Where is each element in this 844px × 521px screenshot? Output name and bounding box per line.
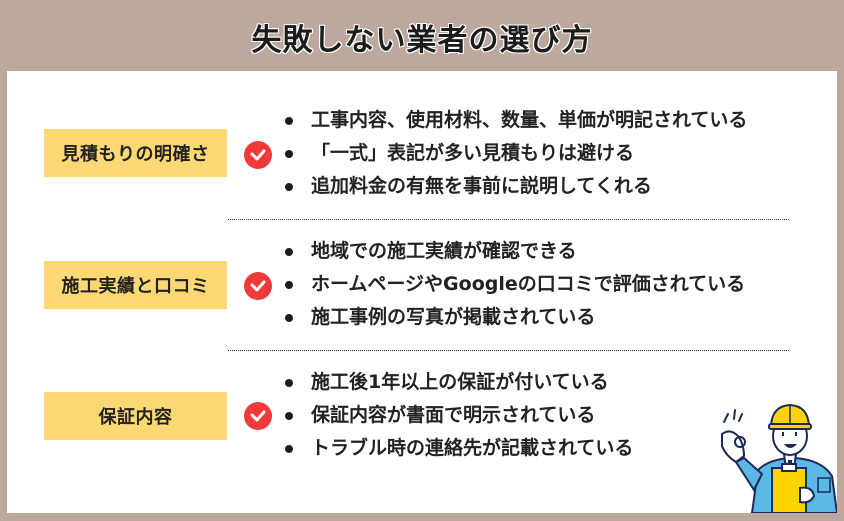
- criteria-list: 工事内容、使用材料、数量、単価が明記されている 「一式」表記が多い見積もりは避け…: [283, 104, 747, 203]
- criteria-list: 地域での施工実績が確認できる ホームページやGoogleの口コミで評価されている…: [283, 235, 745, 334]
- bullet-icon: [285, 444, 293, 453]
- bullet-icon: [285, 247, 293, 256]
- section-label: 保証内容: [44, 392, 227, 440]
- list-item: トラブル時の連絡先が記載されている: [283, 432, 633, 465]
- bullet-icon: [285, 149, 293, 158]
- list-item: ホームページやGoogleの口コミで評価されている: [283, 268, 745, 301]
- criteria-list: 施工後1年以上の保証が付いている 保証内容が書面で明示されている トラブル時の連…: [283, 366, 633, 465]
- list-item: 工事内容、使用材料、数量、単価が明記されている: [283, 104, 747, 137]
- check-circle-icon: [244, 402, 272, 430]
- list-item: 施工後1年以上の保証が付いている: [283, 366, 633, 399]
- bullet-icon: [285, 313, 293, 322]
- check-circle-icon: [244, 272, 272, 300]
- list-item: 施工事例の写真が掲載されている: [283, 301, 745, 334]
- bullet-icon: [285, 411, 293, 420]
- divider: [228, 219, 789, 220]
- bullet-icon: [285, 182, 293, 191]
- list-item: 「一式」表記が多い見積もりは避ける: [283, 137, 747, 170]
- bullet-icon: [285, 280, 293, 289]
- list-item: 保証内容が書面で明示されている: [283, 399, 633, 432]
- title-bar: 失敗しない業者の選び方: [0, 0, 844, 71]
- list-item: 地域での施工実績が確認できる: [283, 235, 745, 268]
- content-panel: 見積もりの明確さ 工事内容、使用材料、数量、単価が明記されている 「一式」表記が…: [7, 71, 837, 513]
- section-label: 見積もりの明確さ: [44, 129, 227, 177]
- construction-worker-illustration: [700, 392, 837, 513]
- section-label: 施工実績と口コミ: [44, 261, 227, 309]
- check-circle-icon: [244, 141, 272, 169]
- bullet-icon: [285, 116, 293, 125]
- divider: [228, 350, 789, 351]
- page-title: 失敗しない業者の選び方: [251, 22, 593, 58]
- list-item: 追加料金の有無を事前に説明してくれる: [283, 170, 747, 203]
- bullet-icon: [285, 378, 293, 387]
